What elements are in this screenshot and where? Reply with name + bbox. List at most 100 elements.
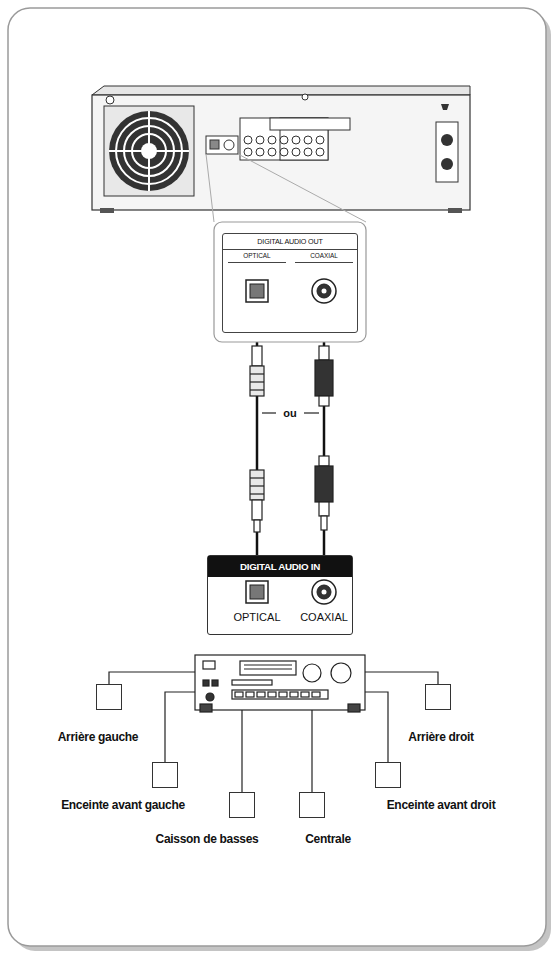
socket-core <box>317 585 331 599</box>
speaker-wire-part <box>109 672 195 684</box>
speaker-label: Arrière gauche <box>58 730 139 744</box>
dvd-rear-panel-part <box>270 118 350 130</box>
socket-rim <box>246 581 268 603</box>
socket-pin <box>322 590 327 595</box>
panel-title: DIGITAL AUDIO IN <box>208 556 352 577</box>
panel-title: DIGITAL AUDIO OUT <box>223 234 357 250</box>
av-receiver-part <box>203 661 215 669</box>
dvd-rear-panel-part <box>441 134 453 146</box>
av-receiver-part <box>240 661 296 675</box>
receiver-button <box>301 692 309 697</box>
av-receiver-part <box>331 663 351 683</box>
dvd-rear-panel-part <box>206 136 238 154</box>
receiver-button <box>279 692 287 697</box>
receiver-button <box>246 692 254 697</box>
av-receiver-part <box>244 664 292 665</box>
optical-plug <box>250 346 264 532</box>
optical-jack: OPTICAL <box>228 578 286 634</box>
av-receiver <box>195 655 365 712</box>
av-receiver-part <box>348 704 360 712</box>
dvd-rear-panel-part <box>100 208 114 213</box>
coaxial-socket <box>310 578 338 606</box>
rear-jack <box>316 148 324 156</box>
receiver-button <box>235 692 243 697</box>
or-label: ou <box>281 407 298 419</box>
rear-jack <box>280 148 288 156</box>
rear-jack <box>244 148 252 156</box>
av-receiver-part <box>212 680 218 686</box>
dvd-rear-panel-part <box>302 94 308 100</box>
speaker-label: Enceinte avant gauche <box>61 798 185 812</box>
dvd-rear-panel-part <box>148 111 150 191</box>
dvd-rear-panel-part <box>104 106 194 196</box>
av-receiver-part <box>303 664 321 682</box>
ou-leader-part <box>262 412 276 413</box>
jack-label: COAXIAL <box>295 250 353 263</box>
socket-rim <box>312 580 336 604</box>
coaxial-plug-part <box>319 502 329 516</box>
socket-core <box>250 585 264 599</box>
rear-jack <box>292 148 300 156</box>
coaxial-plug-part <box>315 360 333 396</box>
rear-jack <box>256 136 264 144</box>
optical-plug-part <box>250 485 264 486</box>
zoom-callout-part <box>214 222 366 342</box>
rear-jack <box>256 148 264 156</box>
av-receiver-part <box>200 704 212 712</box>
rear-jack <box>304 136 312 144</box>
optical-plug-part <box>254 520 260 532</box>
coaxial-plug-part <box>319 346 329 360</box>
speaker-box: Enceinte avant gauche <box>152 762 178 788</box>
coaxial-socket <box>310 277 338 305</box>
receiver-button <box>268 692 276 697</box>
socket-rim <box>312 279 336 303</box>
rear-jack <box>268 136 276 144</box>
av-receiver-part <box>244 668 292 669</box>
socket-rim <box>246 280 268 302</box>
audio-in-panel: DIGITAL AUDIO INOPTICALCOAXIAL <box>207 555 353 635</box>
speaker-wire-part <box>241 710 242 792</box>
speaker-label: Arrière droit <box>408 730 473 744</box>
rear-jack <box>244 136 252 144</box>
coaxial-plug-part <box>315 466 333 502</box>
dvd-rear-panel-part <box>448 208 462 213</box>
socket-pin <box>322 289 327 294</box>
coaxial-plug-part <box>319 456 329 466</box>
receiver-button <box>290 692 298 697</box>
optical-socket <box>243 277 271 305</box>
speaker-wire-part <box>311 710 312 792</box>
rear-jack <box>268 148 276 156</box>
coaxial-jack: COAXIAL <box>295 250 353 332</box>
zoom-callout-part <box>206 154 214 222</box>
dvd-rear-panel-part <box>92 86 470 95</box>
rear-jacks <box>244 136 324 156</box>
receiver-button <box>257 692 265 697</box>
coaxial-plug <box>315 346 333 530</box>
jack-label: OPTICAL <box>233 610 280 624</box>
dvd-rear-panel-part <box>224 140 234 150</box>
dvd-rear-panel-part <box>210 140 219 149</box>
socket-core <box>317 284 331 298</box>
av-receiver-part <box>235 692 320 697</box>
dvd-rear-panel-part <box>436 122 458 182</box>
dvd-rear-panel-part <box>109 111 189 191</box>
speaker-box: Arrière gauche <box>96 684 122 710</box>
speaker-label: Caisson de basses <box>156 832 259 846</box>
speaker-wire-part <box>165 692 195 762</box>
optical-plug-part <box>252 500 262 520</box>
ou-leader-part <box>304 412 319 413</box>
speaker-label: Centrale <box>305 832 351 846</box>
av-receiver-part <box>206 693 214 701</box>
jack-label: OPTICAL <box>228 250 286 263</box>
speaker-box: Arrière droit <box>425 684 451 710</box>
rear-jack <box>292 136 300 144</box>
zoom-callout <box>206 154 366 342</box>
dvd-rear-panel-part <box>92 95 470 210</box>
av-receiver-part <box>232 690 328 699</box>
av-receiver-part <box>195 655 365 710</box>
optical-plug-part <box>250 373 264 374</box>
coaxial-plug-part <box>321 516 327 530</box>
optical-plug-part <box>250 470 264 500</box>
